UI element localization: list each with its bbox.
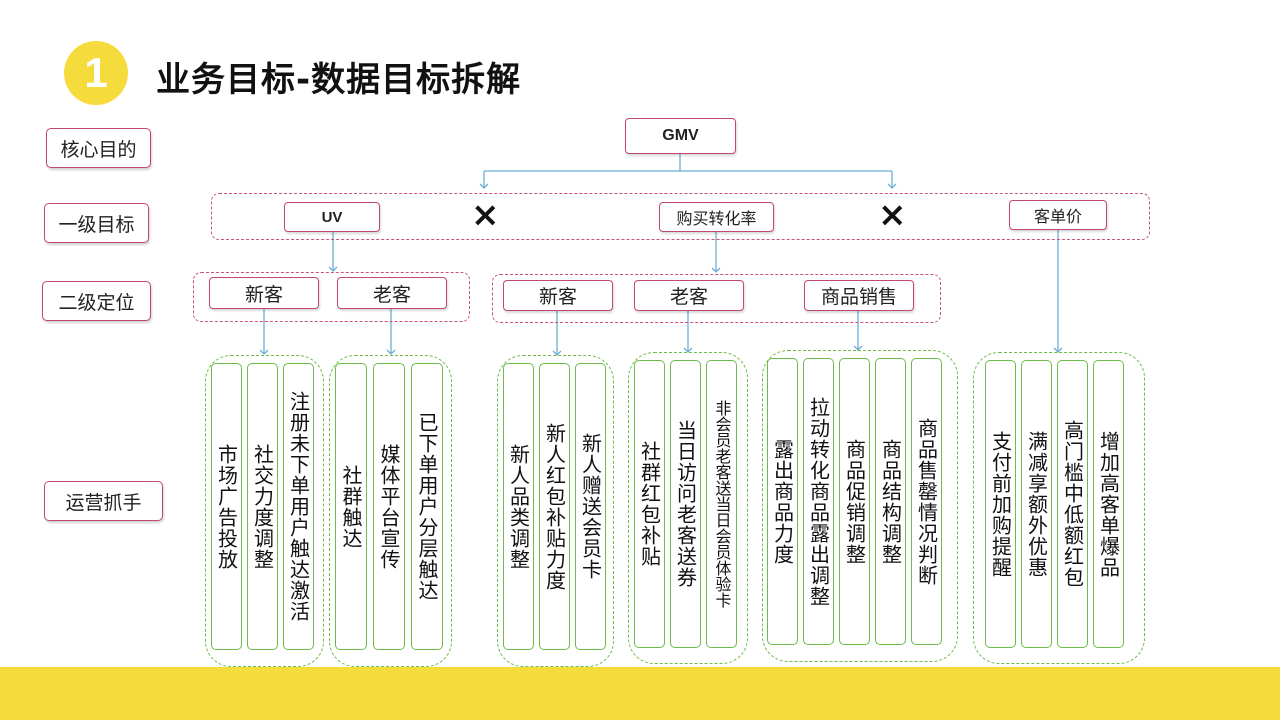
- ops-item: 新人红包补贴力度: [539, 363, 570, 650]
- row-label-core: 核心目的: [46, 128, 151, 168]
- row-label-level1: 一级目标: [44, 203, 149, 243]
- ops-item: 已下单用户分层触达: [411, 363, 443, 650]
- ops-item: 高门槛中低额红包: [1057, 360, 1088, 648]
- level1-node-conversion: 购买转化率: [659, 202, 774, 232]
- level1-node-uv: UV: [284, 202, 380, 232]
- level1-node-aov: 客单价: [1009, 200, 1107, 230]
- ops-item: 社交力度调整: [247, 363, 278, 650]
- ops-item: 拉动转化商品露出调整: [803, 358, 834, 645]
- ops-item: 市场广告投放: [211, 363, 242, 650]
- ops-item: 社群红包补贴: [634, 360, 665, 648]
- ops-item: 媒体平台宣传: [373, 363, 405, 650]
- ops-item: 新人赠送会员卡: [575, 363, 606, 650]
- ops-item: 注册未下单用户触达激活: [283, 363, 314, 650]
- row-label-ops: 运营抓手: [44, 481, 163, 521]
- level1-group: [211, 193, 1150, 240]
- ops-group-aov: [973, 352, 1145, 664]
- level2-node-conv-new: 新客: [503, 280, 613, 311]
- ops-item: 社群触达: [335, 363, 367, 650]
- multiply-icon: ×: [471, 195, 500, 235]
- ops-item: 满减享额外优惠: [1021, 360, 1052, 648]
- ops-group-conv-sales: [762, 350, 958, 662]
- section-number-badge: 1: [64, 41, 128, 105]
- ops-item: 支付前加购提醒: [985, 360, 1016, 648]
- page-title: 业务目标-数据目标拆解: [156, 60, 522, 100]
- ops-group-uv-new: [205, 355, 324, 667]
- ops-item: 商品售罄情况判断: [911, 358, 942, 645]
- ops-group-conv-new: [497, 355, 614, 667]
- ops-item: 露出商品力度: [767, 358, 798, 645]
- row-label-level2: 二级定位: [42, 281, 151, 321]
- level2-group-uv: [193, 272, 470, 322]
- ops-item: 新人品类调整: [503, 363, 534, 650]
- level2-node-uv-old: 老客: [337, 277, 447, 309]
- ops-item: 商品促销调整: [839, 358, 870, 645]
- level2-node-conv-sales: 商品销售: [804, 280, 914, 311]
- level2-node-conv-old: 老客: [634, 280, 744, 311]
- ops-item: 商品结构调整: [875, 358, 906, 645]
- multiply-icon: ×: [878, 195, 907, 235]
- ops-group-conv-old: [628, 352, 748, 664]
- bottom-accent-bar: [0, 667, 1280, 720]
- level2-group-conversion: [492, 274, 941, 323]
- ops-item: 增加高客单爆品: [1093, 360, 1124, 648]
- level2-node-uv-new: 新客: [209, 277, 319, 309]
- ops-item: 非会员老客送当日会员体验卡: [706, 360, 737, 648]
- ops-group-uv-old: [329, 355, 452, 667]
- root-node-gmv: GMV: [625, 118, 736, 154]
- ops-item: 当日访问老客送券: [670, 360, 701, 648]
